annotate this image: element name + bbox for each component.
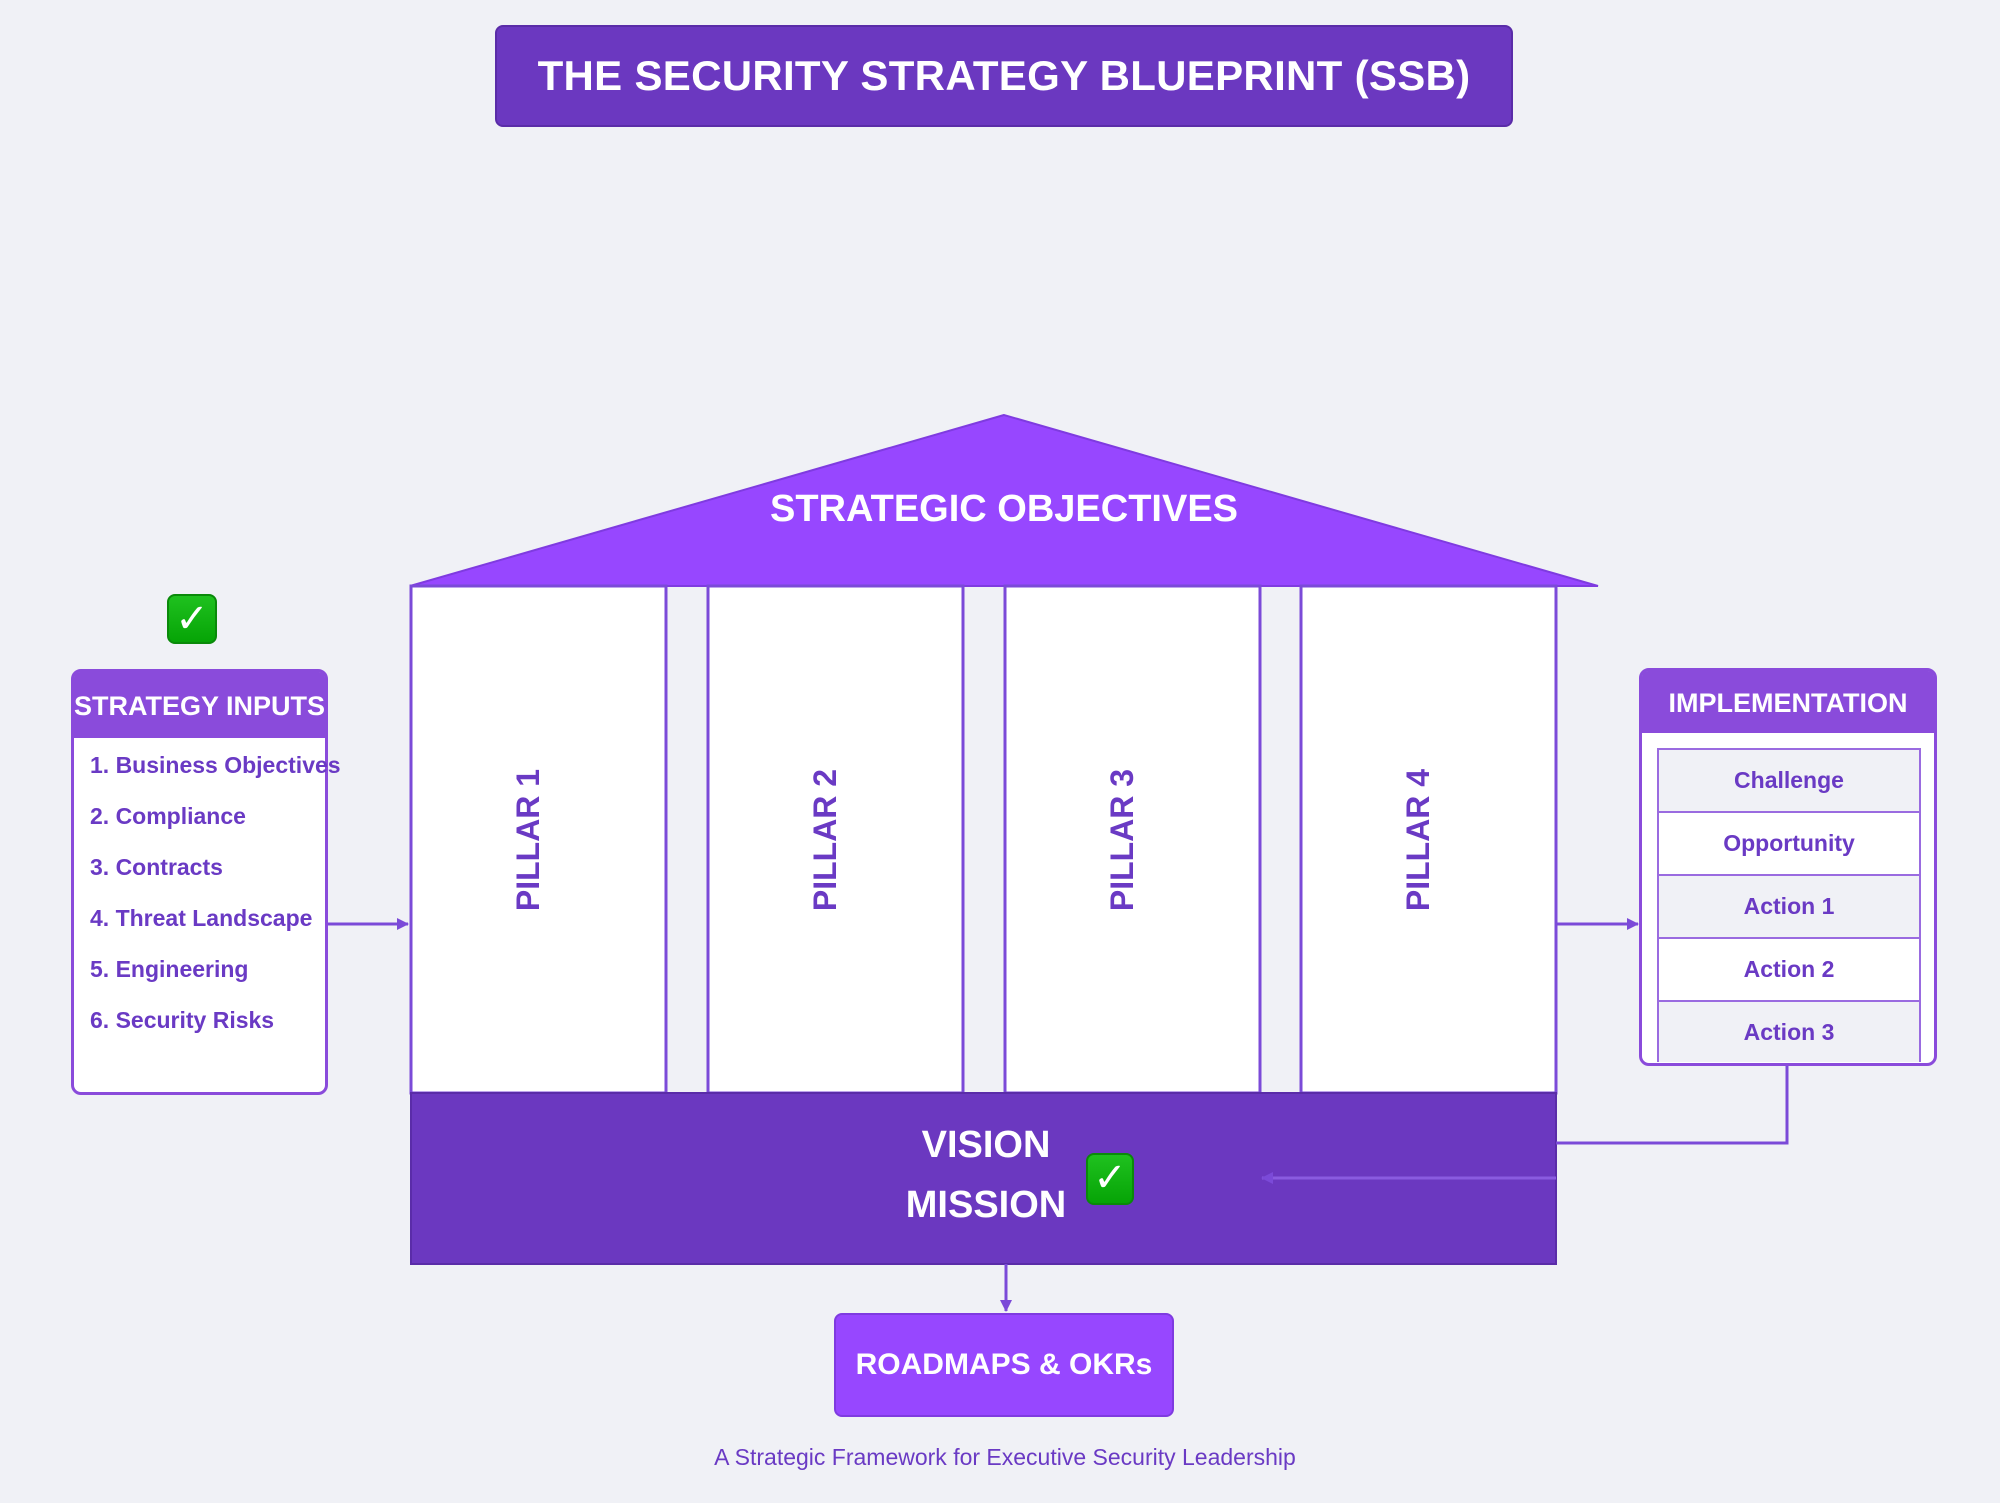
implementation-panel: IMPLEMENTATION Challenge Opportunity Act… [1639, 668, 1937, 1066]
pillar-2-shape [706, 584, 965, 1095]
strategy-inputs-panel: STRATEGY INPUTS 1. Business Objectives 2… [71, 669, 341, 1095]
pillar-2-label: PILLAR 2 [807, 768, 843, 912]
implementation-row: Challenge [1659, 750, 1919, 813]
diagram-title: THE SECURITY STRATEGY BLUEPRINT (SSB) [495, 25, 1513, 127]
strategy-inputs-header: STRATEGY INPUTS [74, 672, 325, 738]
check-mark-icon: ✓ [1086, 1153, 1134, 1205]
vision-label: VISION [921, 1124, 1051, 1166]
list-item: 3. Contracts [90, 854, 223, 880]
pillar-4-label: PILLAR 4 [1400, 768, 1436, 912]
pillar-3-shape [1003, 584, 1262, 1095]
mission-label: MISSION [905, 1184, 1067, 1226]
roof-label: STRATEGIC OBJECTIVES [769, 488, 1239, 530]
list-item: 5. Engineering [90, 956, 249, 982]
diagram-subtitle: A Strategic Framework for Executive Secu… [714, 1444, 1296, 1470]
pillar-4-shape [1299, 584, 1558, 1095]
implementation-row: Opportunity [1659, 813, 1919, 876]
implementation-row: Action 1 [1659, 876, 1919, 939]
implementation-feedback-connector [1556, 1065, 1789, 1145]
roadmaps-okrs-box: ROADMAPS & OKRs [834, 1313, 1174, 1417]
diagram-title-text: THE SECURITY STRATEGY BLUEPRINT (SSB) [537, 52, 1471, 99]
list-item: 6. Security Risks [90, 1007, 275, 1033]
list-item: 1. Business Objectives [90, 752, 341, 778]
implementation-row: Action 3 [1659, 1002, 1919, 1062]
pillar-3-label: PILLAR 3 [1104, 768, 1140, 912]
pillar-1-label: PILLAR 1 [510, 768, 546, 912]
implementation-table: Challenge Opportunity Action 1 Action 2 … [1657, 748, 1921, 1062]
check-mark-icon: ✓ [167, 594, 217, 644]
list-item: 4. Threat Landscape [90, 905, 313, 931]
implementation-row: Action 2 [1659, 939, 1919, 1002]
roadmaps-okrs-label: ROADMAPS & OKRs [855, 1348, 1153, 1381]
list-item: 2. Compliance [90, 803, 246, 829]
implementation-header: IMPLEMENTATION [1642, 671, 1934, 733]
